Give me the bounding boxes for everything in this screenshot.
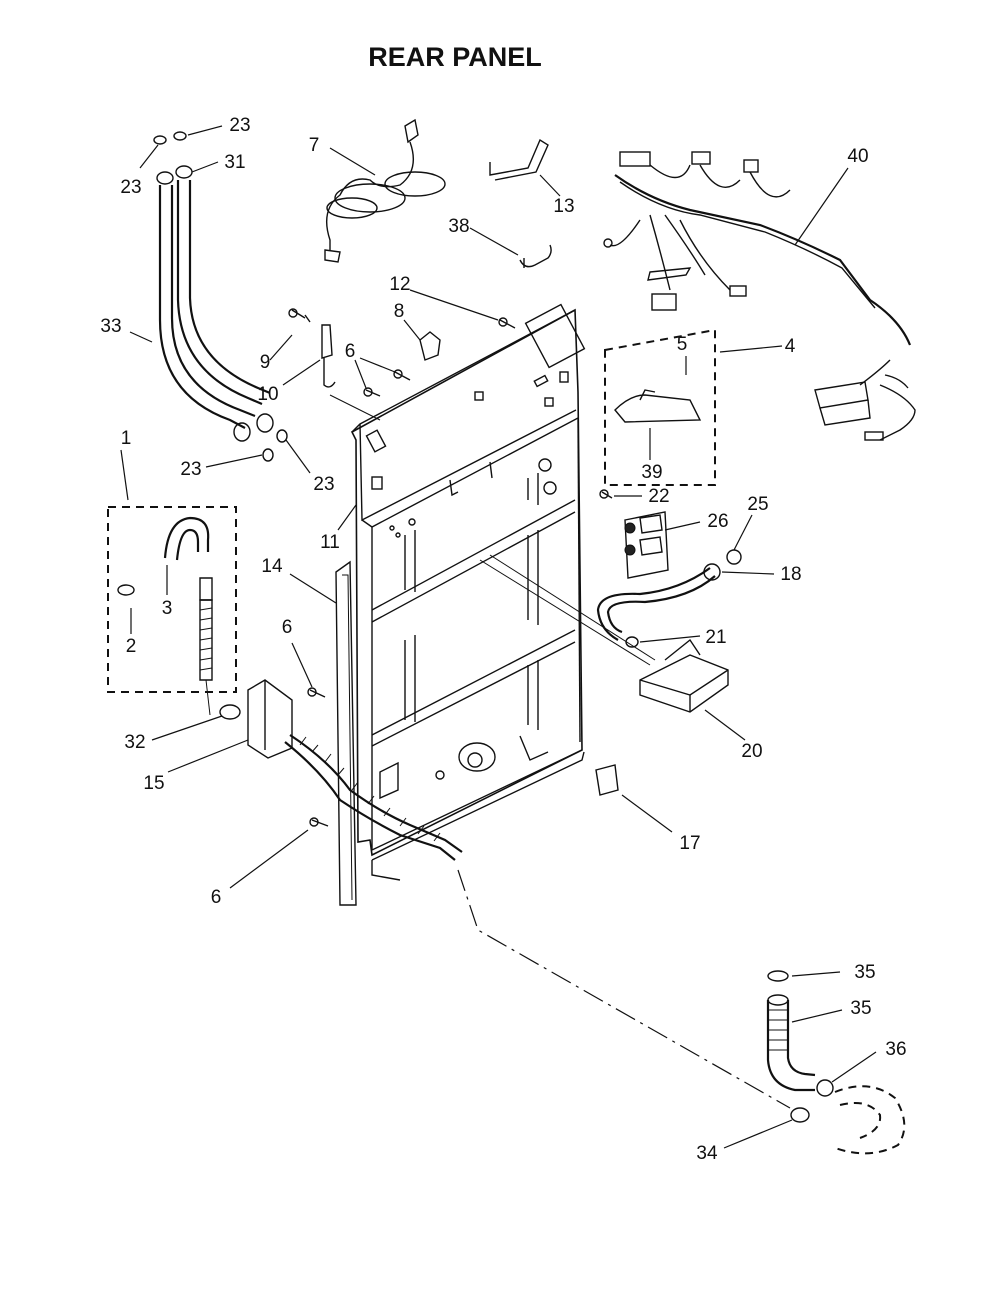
callout-9: 9 <box>260 352 271 373</box>
switch-assembly <box>604 267 716 486</box>
rear-panel <box>335 303 656 906</box>
callout-15: 15 <box>143 773 164 794</box>
bracket-13 <box>489 138 549 181</box>
callout-23-top-left: 23 <box>120 177 141 198</box>
callout-25: 25 <box>747 494 768 515</box>
callout-35-top: 35 <box>854 962 875 983</box>
callout-39: 39 <box>641 462 662 483</box>
callout-14: 14 <box>261 556 283 577</box>
callout-23-lower-left: 23 <box>180 459 201 480</box>
dispenser-20 <box>639 638 729 713</box>
callout-33: 33 <box>100 316 121 337</box>
callout-12: 12 <box>389 274 410 295</box>
callout-21: 21 <box>705 627 726 648</box>
callout-23-top-right: 23 <box>229 115 250 136</box>
callout-18: 18 <box>780 564 801 585</box>
callout-3: 3 <box>162 598 173 619</box>
water-valve-and-hose <box>596 489 742 648</box>
callout-6-upper: 6 <box>345 341 356 362</box>
drain-hose-kit <box>107 506 237 716</box>
callout-26: 26 <box>707 511 728 532</box>
callout-labels: 1 2 3 4 5 6 6 6 7 8 9 10 11 12 13 14 15 … <box>100 115 906 1164</box>
callout-6-lower: 6 <box>211 887 222 908</box>
callout-6-middle: 6 <box>282 617 293 638</box>
diagram-title: REAR PANEL <box>368 42 542 72</box>
callout-20: 20 <box>741 741 762 762</box>
callout-35-lower: 36 <box>885 1039 906 1060</box>
callout-36: 35 <box>850 998 871 1019</box>
standpipe-hose-36 <box>766 970 906 1155</box>
callout-8: 8 <box>394 301 405 322</box>
callout-1: 1 <box>121 428 132 449</box>
callout-4: 4 <box>785 336 796 357</box>
callout-22: 22 <box>648 486 669 507</box>
callout-34: 34 <box>696 1143 718 1164</box>
callout-11: 11 <box>320 532 340 553</box>
wire-harness <box>603 151 916 441</box>
hardware-small <box>288 308 516 421</box>
callout-32: 32 <box>124 732 145 753</box>
clip-17 <box>595 764 619 796</box>
inlet-hoses <box>153 131 288 462</box>
callout-31: 31 <box>224 152 245 173</box>
guide-line-34 <box>457 869 791 1109</box>
power-cord <box>324 118 446 263</box>
callout-10: 10 <box>257 384 278 405</box>
callout-13: 13 <box>553 196 574 217</box>
callout-leaders <box>120 125 877 1149</box>
callout-40: 40 <box>847 146 868 167</box>
callout-7: 7 <box>309 135 320 156</box>
callout-38: 38 <box>448 216 469 237</box>
callout-5: 5 <box>677 334 688 355</box>
callout-17: 17 <box>679 833 700 854</box>
drain-hose <box>284 734 463 861</box>
callout-2: 2 <box>126 636 137 657</box>
callout-23-lower-right: 23 <box>313 474 334 495</box>
clip-38 <box>519 244 552 268</box>
